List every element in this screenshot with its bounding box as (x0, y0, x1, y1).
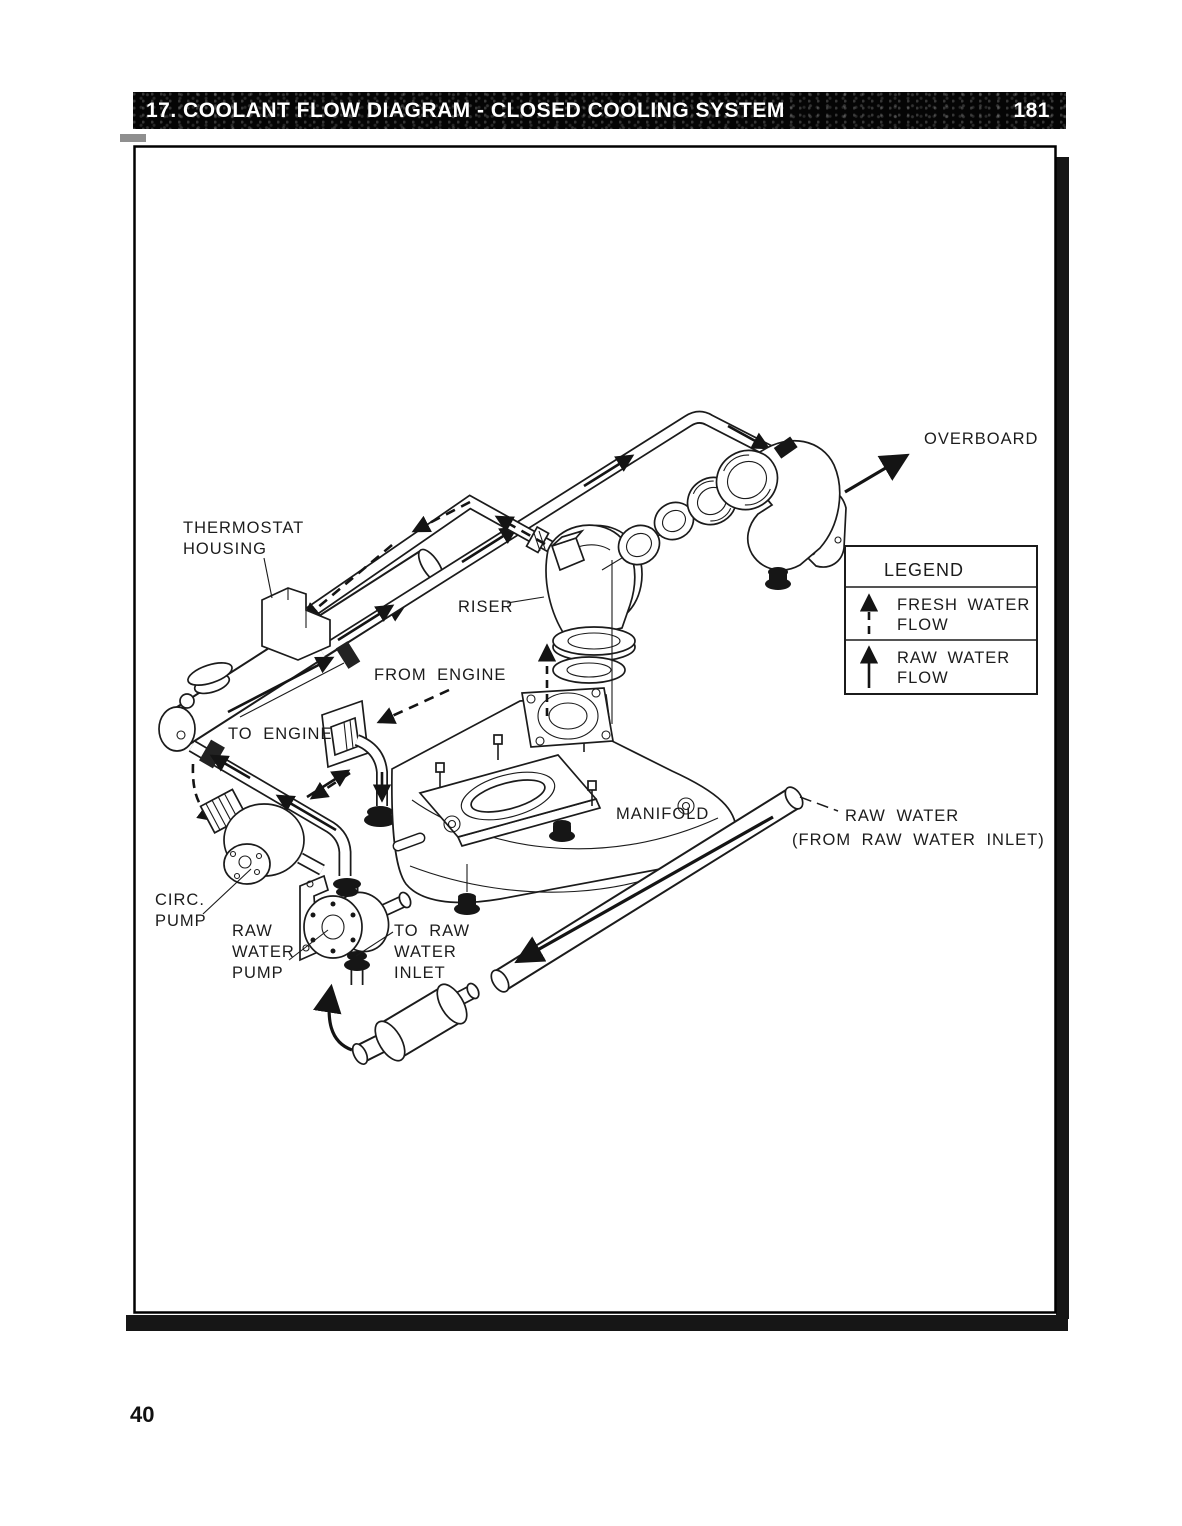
to-engine-pipe (188, 739, 352, 876)
riser-elbow (537, 524, 643, 724)
fresh-water-hose (282, 494, 564, 635)
label-to-engine: TO ENGINE (228, 725, 332, 743)
from-engine-arrow (376, 688, 450, 724)
label-raw-water-2: (FROM RAW WATER INLET) (792, 831, 1045, 849)
overboard-arrow (844, 453, 910, 494)
label-to-raw-water-inlet-1: TO RAW (394, 922, 470, 940)
scan-artifact (120, 134, 146, 142)
legend-raw-water-1: RAW WATER (897, 649, 1010, 667)
leader-lines (202, 557, 839, 961)
water-strainer (312, 982, 480, 1066)
label-to-raw-water-inlet-3: INLET (394, 964, 446, 982)
legend-fresh-water-2: FLOW (897, 616, 949, 634)
label-to-raw-water-inlet-2: WATER (394, 943, 457, 961)
label-raw-water-1: RAW WATER (845, 807, 959, 825)
section-header-bar: 17. COOLANT FLOW DIAGRAM - CLOSED COOLIN… (133, 92, 1066, 129)
label-circ-pump-1: CIRC. (155, 891, 205, 909)
engine-supply-pipe (321, 699, 396, 827)
diagram-labels: THERMOSTAT HOUSING RISER FROM ENGINE TO … (155, 430, 1045, 982)
label-overboard: OVERBOARD (924, 430, 1038, 448)
legend-title: LEGEND (884, 560, 964, 580)
raw-water-pump (299, 874, 412, 985)
coolant-flow-diagram: THERMOSTAT HOUSING RISER FROM ENGINE TO … (126, 145, 1069, 1331)
legend-raw-water-2: FLOW (897, 669, 949, 687)
frame-shadow-right (1056, 157, 1069, 1319)
label-raw-water-pump-2: WATER (232, 943, 295, 961)
label-circ-pump-2: PUMP (155, 912, 207, 930)
label-from-engine: FROM ENGINE (374, 666, 506, 684)
label-riser: RISER (458, 598, 513, 616)
raw-water-inlet-pipe (490, 786, 804, 993)
circulating-pump (199, 788, 325, 885)
footer-page-number: 40 (130, 1402, 155, 1427)
gasket-rings (601, 476, 757, 571)
raw-water-hose (318, 410, 794, 669)
frame-shadow-bottom (126, 1315, 1068, 1331)
thermostat-housing (261, 587, 331, 661)
header-page-number: 181 (1013, 98, 1050, 122)
section-title: 17. COOLANT FLOW DIAGRAM - CLOSED COOLIN… (146, 98, 785, 122)
legend-box: LEGEND FRESH WATER FLOW RAW WATER FLOW (844, 545, 1038, 695)
exhaust-manifold (391, 687, 737, 915)
engine-cooling-illustration (158, 410, 910, 1066)
label-thermostat-housing-1: THERMOSTAT (183, 519, 304, 537)
label-thermostat-housing-2: HOUSING (183, 540, 267, 558)
label-raw-water-pump-1: RAW (232, 922, 273, 940)
fresh-water-drop-arrow (191, 763, 217, 822)
legend-fresh-water-1: FRESH WATER (897, 596, 1030, 614)
overboard-elbow (715, 436, 847, 590)
label-manifold: MANIFOLD (616, 805, 709, 823)
label-raw-water-pump-3: PUMP (232, 964, 284, 982)
